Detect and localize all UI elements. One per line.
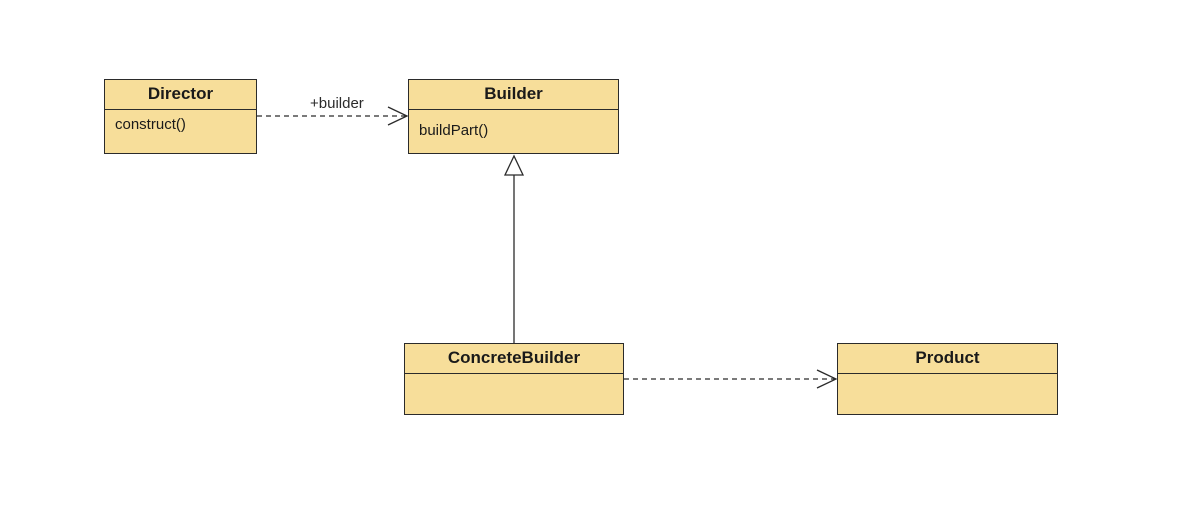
- open-arrowhead-icon: [387, 106, 409, 126]
- generalization-concrete-builder[interactable]: [503, 154, 525, 343]
- class-concrete-builder[interactable]: ConcreteBuilder: [404, 343, 624, 415]
- edge-label-builder: +builder: [310, 95, 364, 112]
- class-operations: [838, 374, 1057, 414]
- operation: buildPart(): [419, 122, 489, 139]
- class-name: Product: [838, 344, 1057, 374]
- dependency-director-builder[interactable]: [257, 106, 409, 126]
- hollow-triangle-icon: [503, 154, 525, 176]
- class-name: Director: [105, 80, 256, 110]
- class-name: ConcreteBuilder: [405, 344, 623, 374]
- class-builder[interactable]: Builder buildPart(): [408, 79, 619, 154]
- dependency-concrete-product[interactable]: [624, 369, 838, 389]
- class-operations: buildPart(): [409, 110, 618, 153]
- class-product[interactable]: Product: [837, 343, 1058, 415]
- operation: construct(): [115, 116, 186, 133]
- class-operations: construct(): [105, 110, 256, 153]
- class-director[interactable]: Director construct(): [104, 79, 257, 154]
- open-arrowhead-icon: [816, 369, 838, 389]
- class-name: Builder: [409, 80, 618, 110]
- class-operations: [405, 374, 623, 414]
